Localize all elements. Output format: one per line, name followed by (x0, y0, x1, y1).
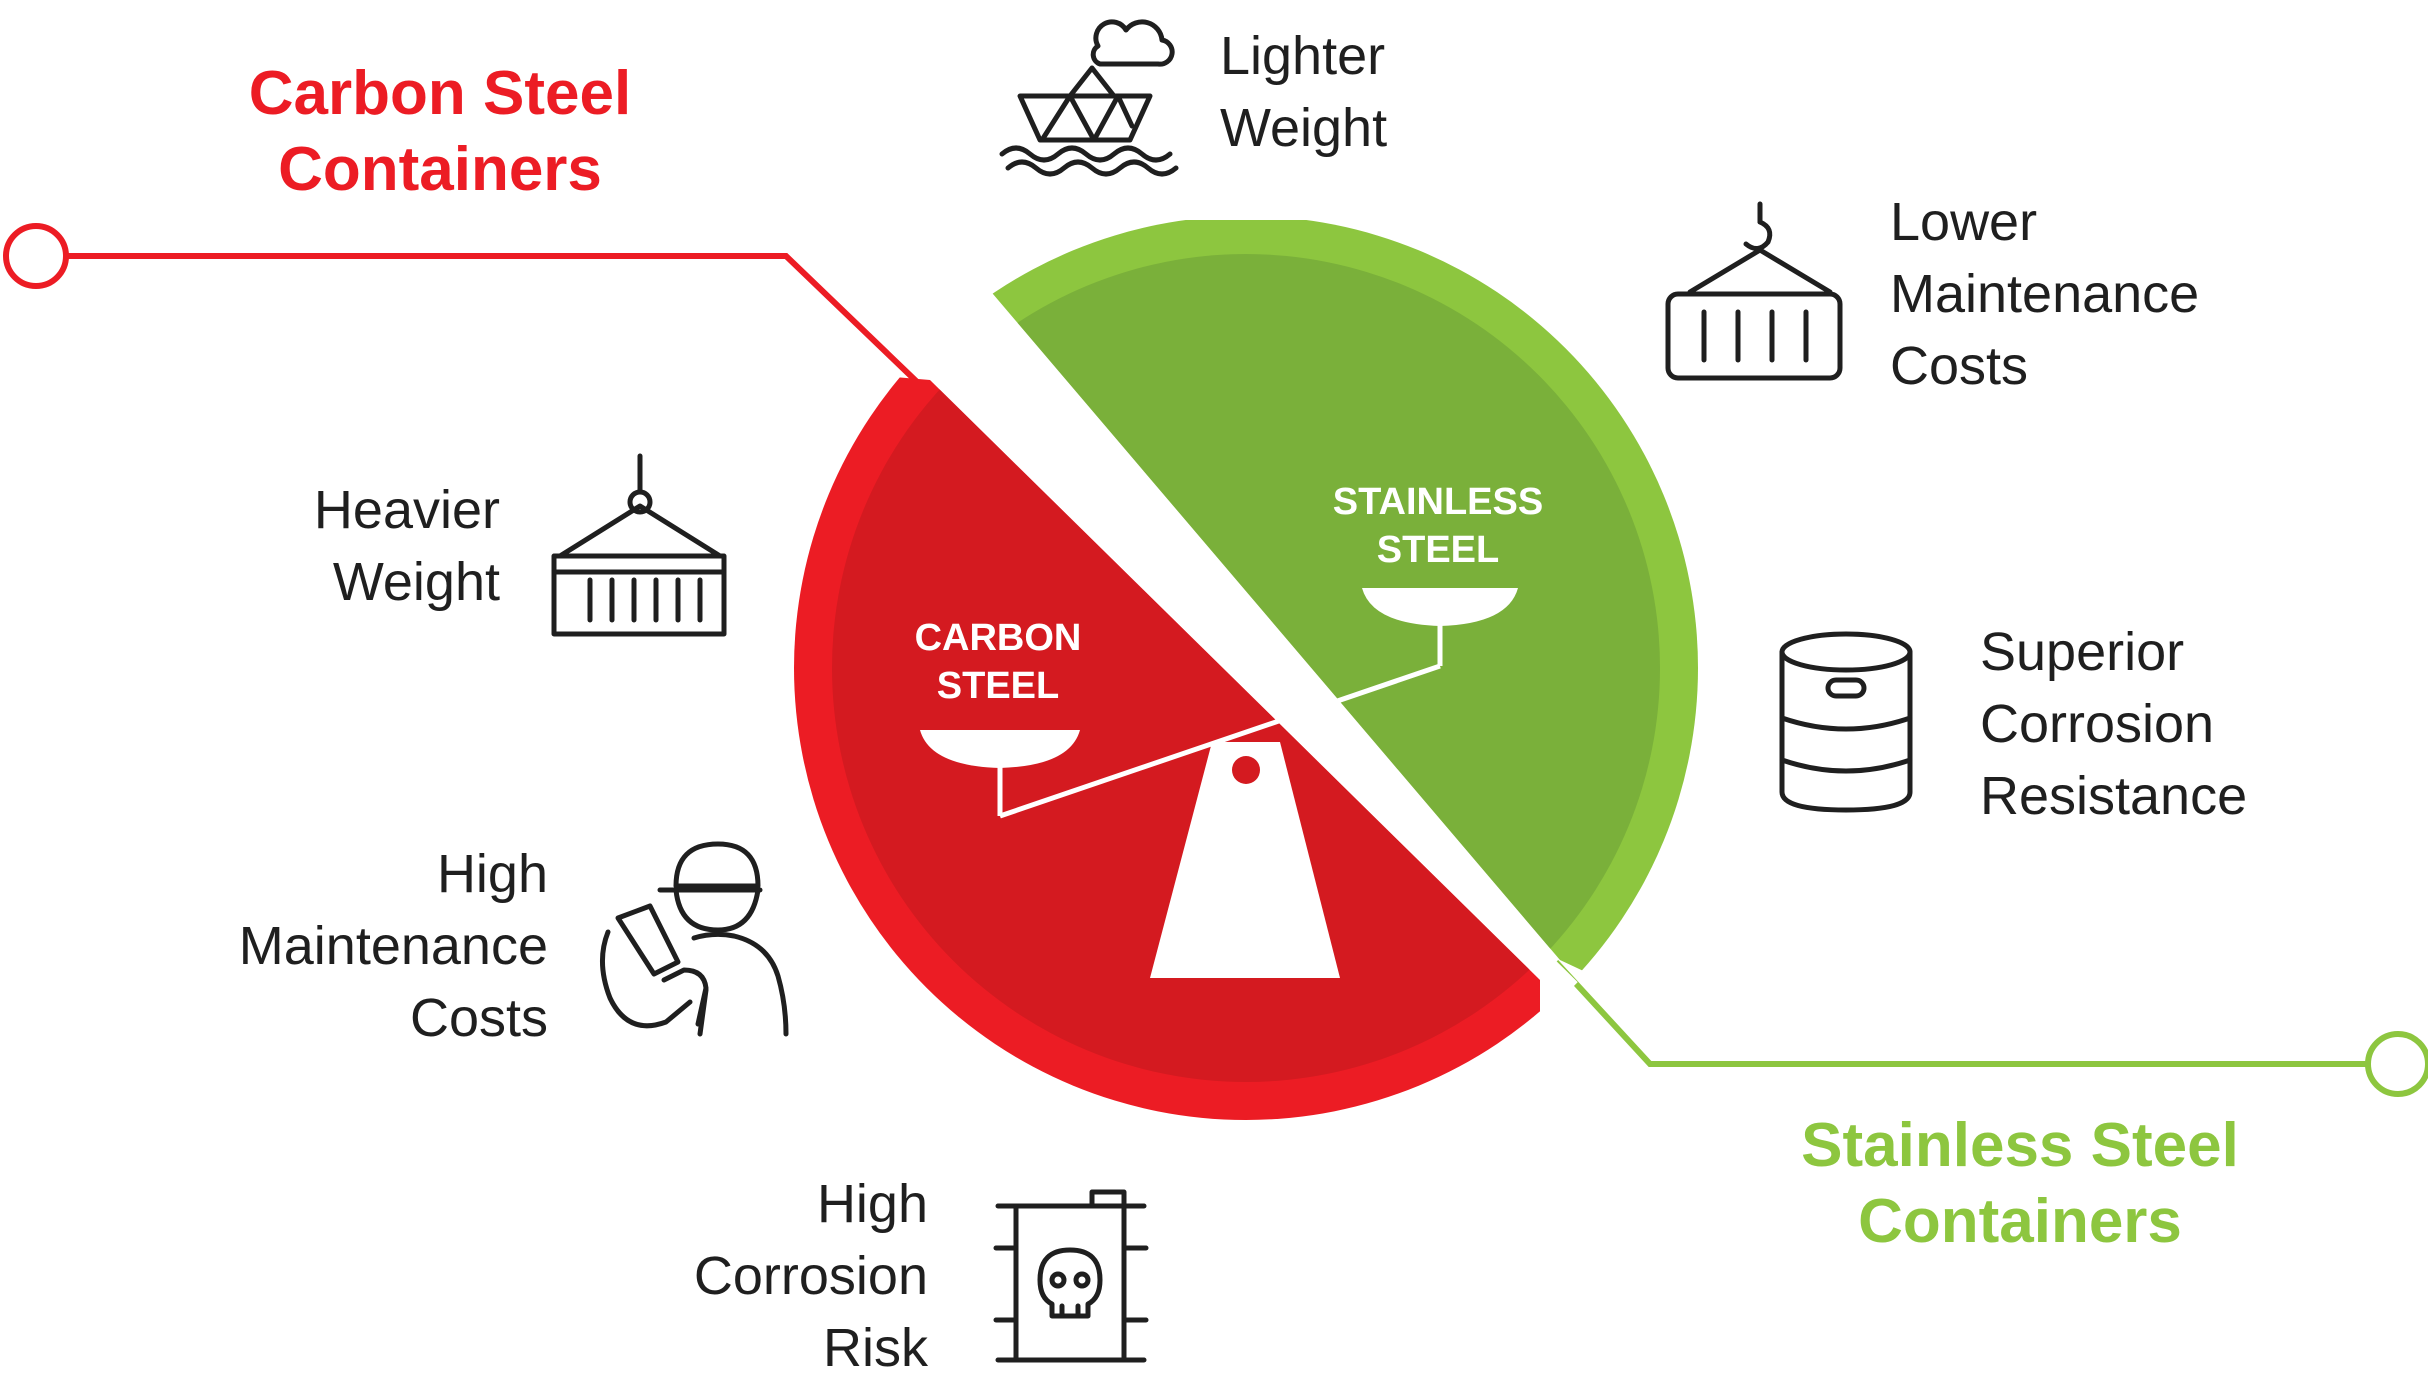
label-line: High (816, 1174, 928, 1234)
label-line: Weight (1220, 98, 1388, 158)
label-line: Costs (409, 988, 548, 1048)
worker-icon (599, 841, 789, 1037)
lighter-weight-label: Lighter Weight (1220, 20, 1387, 164)
high-maintenance-costs-label: High Maintenance Costs (239, 838, 548, 1054)
label-line: Resistance (1980, 766, 2248, 826)
container-crane-icon (1665, 201, 1843, 381)
label-line: Lighter (1220, 26, 1386, 86)
diagonal-divider (912, 342, 1578, 998)
carbon-connector (3, 223, 943, 407)
stainless-heading-line2: Containers (1858, 1187, 2182, 1256)
toxic-drum-icon (993, 1189, 1149, 1363)
label-line: Maintenance (1890, 264, 2200, 324)
carbon-steel-heading: Carbon Steel Containers (160, 56, 720, 208)
heavier-weight-label: Heavier Weight (314, 474, 500, 618)
label-line: Heavier (313, 480, 500, 540)
label-line: Costs (1890, 336, 2029, 396)
container-crane-icon (551, 453, 727, 637)
scale-pivot (1232, 756, 1260, 784)
label-line: Corrosion (1980, 694, 2215, 754)
stainless-steel-tag: STAINLESS STEEL (1308, 478, 1568, 574)
label-line: Risk (823, 1318, 928, 1378)
label-line: Lower (1890, 192, 2038, 252)
stainless-tag-line1: STAINLESS (1332, 481, 1544, 523)
carbon-steel-tag: CARBON STEEL (868, 614, 1128, 710)
stainless-pan (1362, 588, 1518, 626)
label-line: Weight (332, 552, 500, 612)
label-line: Maintenance (238, 916, 548, 976)
label-line: Corrosion (693, 1246, 928, 1306)
carbon-heading-line1: Carbon Steel (248, 59, 632, 128)
ship-icon (999, 19, 1179, 177)
carbon-pan (920, 730, 1080, 768)
carbon-tag-line1: CARBON (914, 617, 1082, 659)
barrel-icon (1779, 631, 1913, 813)
carbon-heading-line2: Containers (278, 135, 602, 204)
scale-base (1150, 742, 1340, 978)
lower-maintenance-costs-label: Lower Maintenance Costs (1890, 186, 2199, 402)
scale-beam (999, 663, 1441, 819)
stainless-steel-heading: Stainless Steel Containers (1740, 1108, 2300, 1260)
stainless-heading-line1: Stainless Steel (1801, 1111, 2239, 1180)
label-line: High (436, 844, 548, 904)
carbon-tag-line2: STEEL (936, 665, 1060, 707)
balance-scale (920, 588, 1518, 978)
stainless-connector (1553, 959, 2428, 1097)
high-corrosion-risk-label: High Corrosion Risk (694, 1168, 928, 1384)
stainless-tag-line2: STEEL (1376, 529, 1500, 571)
superior-corrosion-resistance-label: Superior Corrosion Resistance (1980, 616, 2247, 832)
label-line: Superior (1980, 622, 2185, 682)
